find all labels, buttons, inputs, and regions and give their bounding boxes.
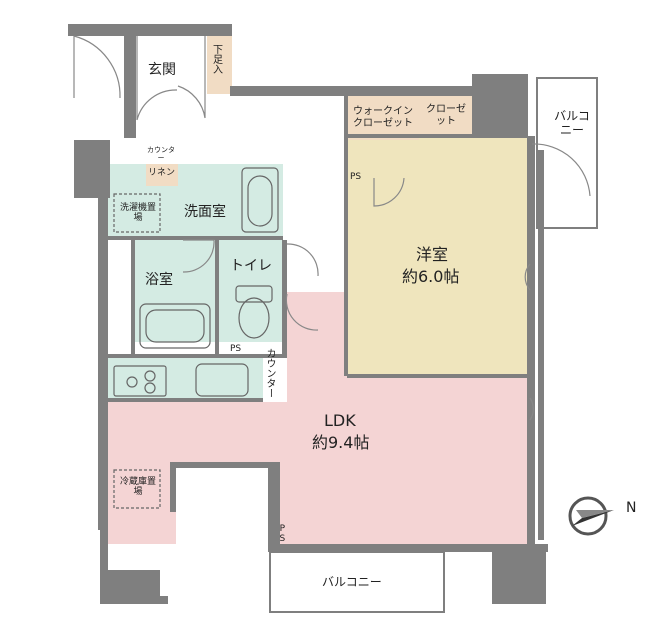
western-room-label: 洋室 — [416, 245, 449, 264]
walls — [68, 24, 548, 604]
ldk-label: LDK — [324, 411, 356, 430]
ps-room-label: PS — [350, 172, 362, 182]
fridge-cut — [176, 466, 276, 546]
linen-fill — [146, 164, 178, 186]
balcony-south-outline — [269, 551, 445, 613]
bath-fill — [134, 240, 216, 342]
fixtures — [113, 167, 279, 509]
closet-fill — [419, 96, 473, 138]
entrance-label: 玄関 — [148, 62, 176, 78]
washer-space-label: 洗濯機置場 — [119, 203, 156, 224]
toilet-fill — [219, 240, 283, 342]
balcony-east-outline — [536, 77, 598, 229]
washroom-label: 洗面室 — [184, 204, 226, 220]
shoe-box-label: 下足入 — [210, 44, 222, 74]
ps-ldk-label: PS — [277, 524, 288, 544]
toilet-label: トイレ — [230, 258, 272, 274]
walkin-closet-label: ウォークインクローゼット — [353, 106, 413, 129]
linen-label: リネン — [148, 168, 176, 178]
western-room-size: 約6.0帖 — [402, 267, 460, 286]
western-room-fill — [347, 138, 527, 374]
shoe-box-fill — [207, 36, 232, 94]
ldk-size: 約9.4帖 — [312, 433, 370, 452]
counter-small-label: カウンター — [147, 146, 175, 163]
washroom-fill — [108, 164, 283, 240]
compass-north-label: N — [626, 500, 637, 516]
counter-kitchen-label: カウンター — [264, 348, 275, 398]
bathroom-label: 浴室 — [145, 272, 173, 288]
ps-bath-label: PS — [230, 344, 242, 354]
kitchen-fill — [108, 358, 263, 400]
walkin-closet-fill — [347, 96, 419, 140]
closet-label: クローゼット — [426, 104, 466, 127]
compass — [568, 496, 614, 536]
fridge-space-label: 冷蔵庫置場 — [119, 477, 156, 498]
door-swings — [73, 35, 591, 421]
balcony-east-label: バルコニー — [554, 109, 590, 137]
balcony-south-label: バルコニー — [322, 575, 382, 589]
